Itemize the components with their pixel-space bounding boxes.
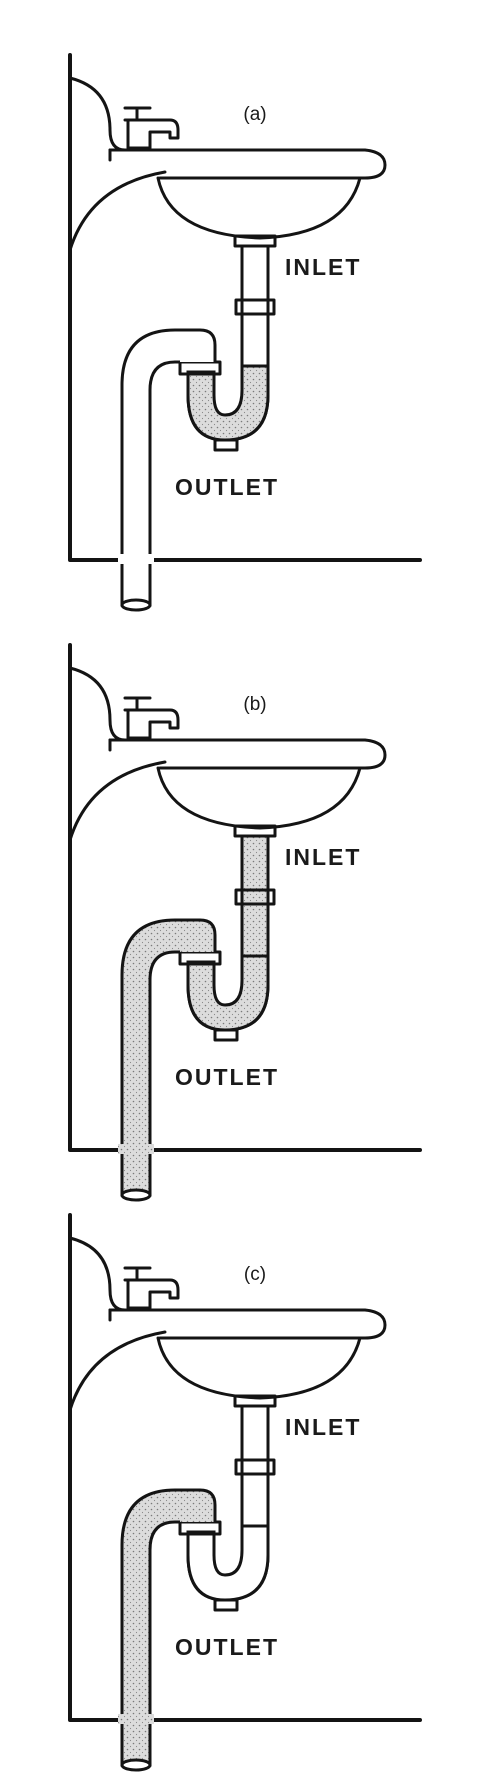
wall-and-floor [68,53,422,562]
sink-basin [156,766,362,830]
backsplash [68,76,127,152]
panel-label: (a) [243,104,266,125]
p-trap-icon [186,1524,270,1602]
inlet-pipe [240,244,270,368]
wall-and-floor [68,643,422,1152]
inlet-pipe [240,834,270,958]
panel-b: (b) INLET OUTLET [68,643,422,1202]
sink-bracket [68,760,167,842]
faucet-icon [123,106,180,150]
sink-icon [108,1308,387,1340]
outlet-pipe-end [120,1758,152,1772]
outlet-pipe-end [120,1188,152,1202]
outlet-label: OUTLET [175,1634,279,1660]
faucet-icon [123,1266,180,1310]
backsplash [68,1236,127,1312]
p-trap-icon [186,364,270,442]
slip-nut [234,888,276,906]
outlet-label: OUTLET [175,1064,279,1090]
sink-bracket [68,1330,167,1412]
inlet-label: INLET [285,254,361,280]
panel-c: (c) INLET OUTLET [68,1213,422,1772]
inlet-label: INLET [285,1414,361,1440]
trap-plug [213,1028,239,1042]
panel-label: (c) [244,1264,266,1285]
trap-plug [213,1598,239,1612]
slip-nut [234,298,276,316]
inlet-label: INLET [285,844,361,870]
outlet-pipe [120,328,217,607]
panel-a: (a) INLET OUTLET [68,53,422,612]
backsplash [68,666,127,742]
slip-nut [234,1458,276,1476]
outlet-pipe [120,1488,217,1767]
sink-bracket [68,170,167,252]
sink-icon [108,738,387,770]
outlet-pipe-end [120,598,152,612]
sink-icon [108,148,387,180]
p-trap-icon [186,954,270,1032]
panel-label: (b) [243,694,266,715]
sink-basin [156,1336,362,1400]
faucet-icon [123,696,180,740]
trap-plug [213,438,239,452]
outlet-pipe [120,918,217,1197]
wall-and-floor [68,1213,422,1722]
outlet-label: OUTLET [175,474,279,500]
inlet-pipe [240,1404,270,1528]
sink-basin [156,176,362,240]
